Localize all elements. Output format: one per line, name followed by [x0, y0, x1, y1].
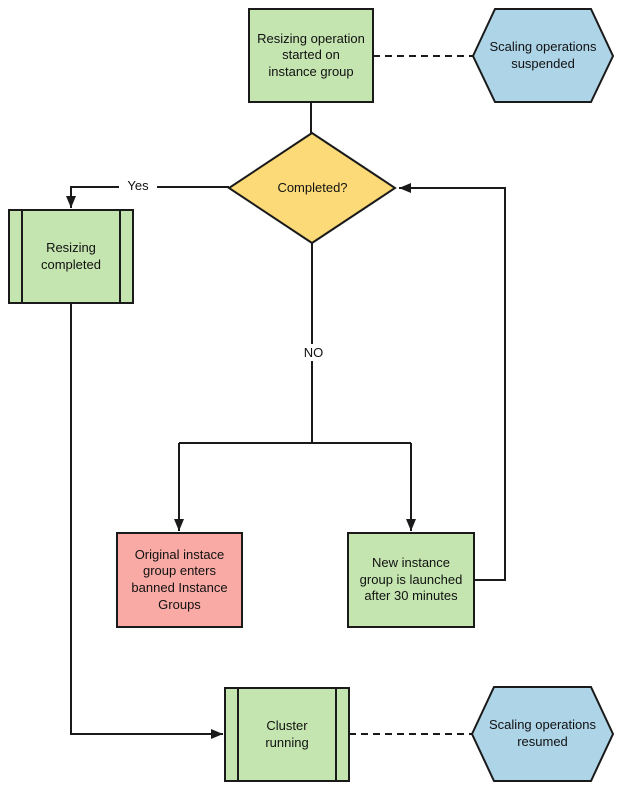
node-scaling-suspended-hexagon: [471, 8, 615, 103]
edge-decision-yes: [66, 186, 229, 208]
edge-resizing-completed-to-cluster: [70, 303, 223, 739]
node-cluster-running: [224, 687, 350, 782]
label-edge-no: NO: [297, 344, 330, 361]
node-start: [248, 8, 374, 103]
node-new-group: [347, 532, 475, 628]
node-original-group: [116, 532, 243, 628]
node-decision-diamond: [227, 131, 397, 245]
node-scaling-resumed-hexagon: [470, 686, 615, 782]
label-edge-yes: Yes: [119, 177, 157, 194]
node-resizing-completed: [8, 209, 134, 304]
edge-new-group-loop-to-decision: [399, 183, 506, 581]
